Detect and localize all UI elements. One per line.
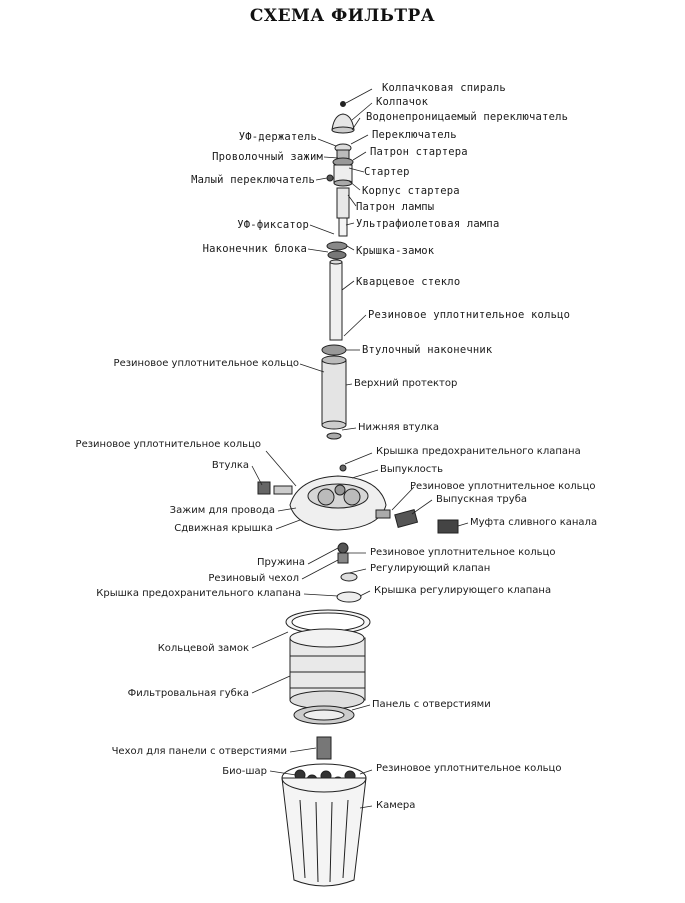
panel-cover-part [316, 736, 332, 760]
lower-sleeve-part [326, 432, 342, 440]
label-wire-clip: Зажим для провода [169, 505, 275, 516]
label-rubber-ring-5: Резиновое уплотнительное кольцо [370, 547, 556, 558]
label-perforated-panel: Панель с отверстиями [372, 699, 491, 710]
label-safety-valve-cap-2: Крышка предохранительного клапана [96, 588, 301, 599]
lock-cap-part [326, 241, 348, 251]
label-drain-coupling: Муфта сливного канала [470, 517, 598, 528]
label-rubber-cover: Резиновый чехол [208, 573, 299, 584]
label-block-tip: Наконечник блока [202, 243, 307, 255]
small-switch-part [326, 174, 334, 182]
label-cap-spiral: Колпачковая спираль [382, 82, 506, 94]
label-small-switch: Малый переключатель [191, 174, 315, 186]
label-bump: Выпуклость [380, 464, 443, 475]
label-rubber-ring-2: Резиновое уплотнительное кольцо [113, 358, 299, 369]
cap-part [331, 113, 355, 131]
outlet-tube-part [394, 509, 419, 528]
label-spring: Пружина [257, 557, 305, 568]
sleeve-tip-part [321, 344, 347, 356]
regulating-valve-cap-part [336, 591, 362, 603]
drain-coupling-part [437, 519, 459, 534]
regulating-valve-part [340, 572, 358, 582]
label-regulating-valve: Регулирующий клапан [370, 563, 491, 574]
label-rubber-ring-1: Резиновое уплотнительное кольцо [368, 309, 571, 321]
label-sliding-cover: Сдвижная крышка [174, 523, 273, 534]
bump-part [339, 464, 347, 472]
label-starter: Стартер [364, 166, 410, 178]
cap-spiral-part [340, 101, 346, 107]
lamp-socket-part [336, 187, 350, 219]
label-bio-balls: Био-шар [222, 766, 267, 777]
label-uv-lamp: Ультрафиолетовая лампа [356, 218, 500, 230]
chamber-part [281, 777, 367, 887]
label-ring-lock: Кольцевой замок [157, 643, 249, 654]
label-rubber-ring-6: Резиновое уплотнительное кольцо [376, 763, 562, 774]
leader-lines [251, 88, 469, 809]
label-regulating-valve-cap: Крышка регулирующего клапана [374, 585, 552, 596]
spring-part [337, 542, 349, 554]
label-panel-cover: Чехол для панели с отверстиями [111, 746, 287, 757]
label-cap: Колпачок [376, 96, 429, 108]
uv-lamp-part [338, 217, 348, 237]
label-lock-cap: Крышка-замок [356, 245, 435, 257]
label-filter-sponge: Фильтровальная губка [127, 688, 249, 699]
label-outlet-tube: Выпускная труба [436, 494, 527, 505]
label-upper-protector: Верхний протектор [354, 378, 458, 389]
label-uv-fixator: УФ-фиксатор [237, 219, 309, 231]
label-bushing: Втулка [211, 460, 249, 471]
block-tip-part [327, 250, 347, 260]
label-rubber-ring-3: Резиновое уплотнительное кольцо [75, 439, 261, 450]
label-lower-sleeve: Нижняя втулка [358, 422, 439, 433]
label-starter-socket: Патрон стартера [370, 146, 468, 158]
label-quartz-glass: Кварцевое стекло [356, 276, 461, 288]
label-waterproof-switch: Водонепроницаемый переключатель [366, 111, 569, 123]
label-sleeve-tip: Втулочный наконечник [362, 344, 493, 356]
label-lamp-socket: Патрон лампы [356, 201, 435, 213]
label-starter-body: Корпус стартера [362, 185, 460, 197]
quartz-glass-part [329, 261, 343, 341]
label-safety-valve-cap-1: Крышка предохранительного клапана [376, 446, 581, 457]
label-chamber: Камера [376, 800, 416, 811]
label-uv-holder: УФ-держатель [238, 131, 317, 143]
bushing-part [257, 481, 271, 495]
outlet-tube-fit [375, 509, 391, 519]
diagram-title: СХЕМА ФИЛЬТРА [249, 6, 436, 26]
label-rubber-ring-4: Резиновое уплотнительное кольцо [410, 481, 596, 492]
rubber-cover-part [337, 552, 349, 564]
label-wire-clamp: Проволочный зажим [212, 151, 323, 163]
upper-protector-part [321, 359, 347, 426]
label-switch: Переключатель [372, 129, 457, 141]
